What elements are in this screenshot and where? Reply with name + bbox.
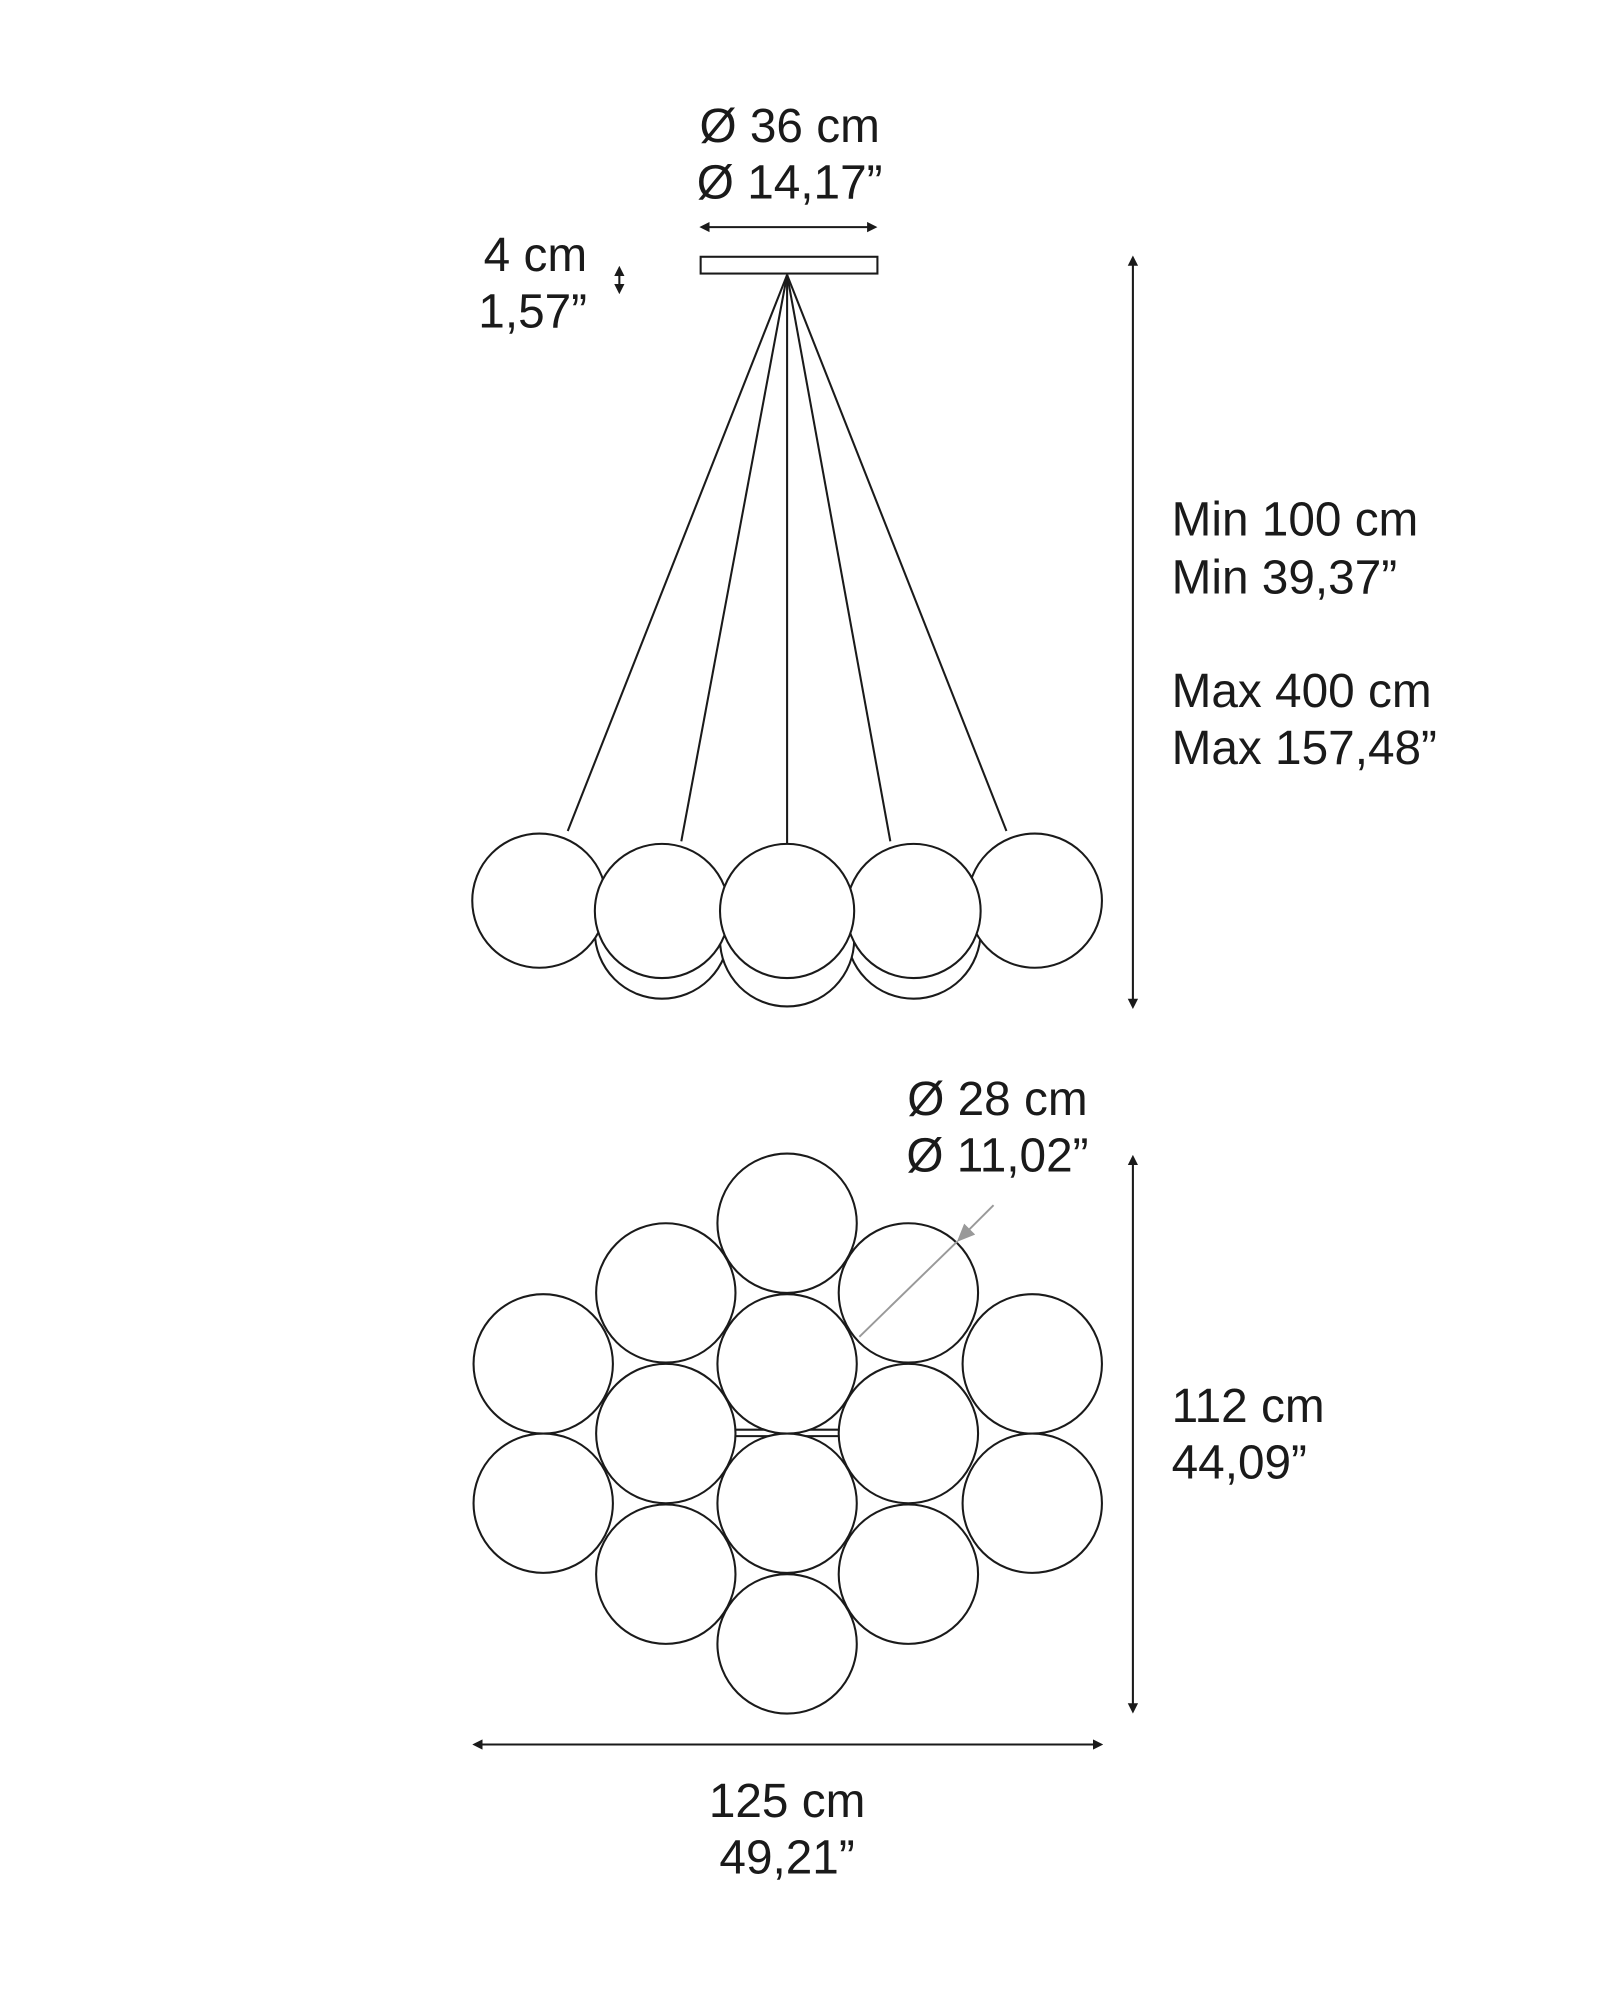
sphere-diameter-arrow	[956, 1204, 995, 1242]
ceiling-canopy	[699, 255, 879, 275]
top-view: Ø 28 cm Ø 11,02” 112 cm 44,09”	[472, 1073, 1325, 1885]
max-height-cm: Max 400 cm	[1172, 665, 1432, 718]
depth-in: 44,09”	[1172, 1437, 1307, 1490]
sphere-diameter-leader	[858, 1240, 959, 1338]
sphere-diameter-in: Ø 11,02”	[906, 1130, 1088, 1183]
sphere-diameter-cm: Ø 28 cm	[907, 1073, 1087, 1126]
depth-cm: 112 cm	[1172, 1380, 1325, 1433]
canopy-diameter-cm: Ø 36 cm	[699, 100, 879, 153]
width-cm: 125 cm	[709, 1775, 866, 1828]
canopy-height-in: 1,57”	[478, 286, 587, 339]
canopy-height-cm: 4 cm	[484, 229, 587, 282]
min-height-in: Min 39,37”	[1172, 552, 1398, 605]
width-in: 49,21”	[719, 1832, 854, 1885]
side-view: Ø 36 cm Ø 14,17” 4 cm 1,57” Min 100 cm M…	[471, 100, 1437, 1010]
max-height-in: Max 157,48”	[1172, 722, 1437, 775]
top-spheres	[472, 1152, 1103, 1715]
min-height-cm: Min 100 cm	[1172, 493, 1419, 546]
suspension-cables	[566, 274, 1008, 844]
side-spheres	[471, 832, 1103, 1008]
canopy-diameter-in: Ø 14,17”	[697, 157, 883, 210]
